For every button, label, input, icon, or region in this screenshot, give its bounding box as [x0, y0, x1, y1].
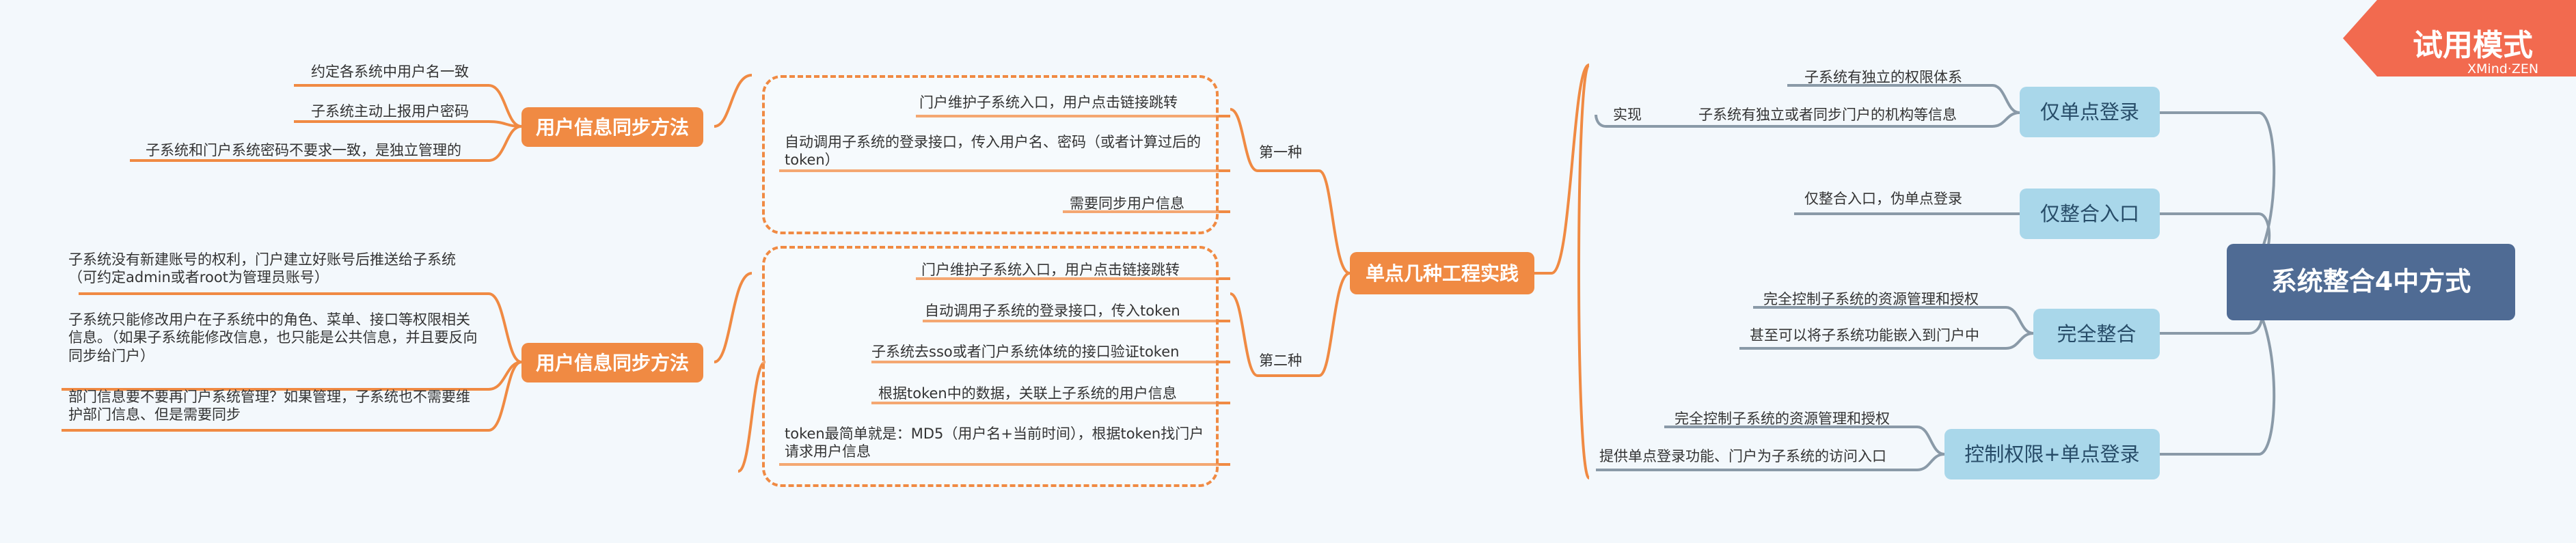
- trial-mode-badge: 试用模式: [2413, 28, 2533, 63]
- first-item-2[interactable]: 自动调用子系统的登录接口，传入用户名、密码（或者计算过后的token）: [785, 134, 1201, 169]
- first-item-3[interactable]: 需要同步用户信息: [1070, 195, 1184, 212]
- topic-sso-only[interactable]: 仅单点登录: [2020, 87, 2160, 137]
- label-first-approach[interactable]: 第一种: [1259, 144, 1302, 161]
- topic-permission-sso-child-2[interactable]: 提供单点登录功能、门户为子系统的访问入口: [1599, 448, 1886, 464]
- topic-full-integration-child-2[interactable]: 甚至可以将子系统功能嵌入到门户中: [1750, 327, 1979, 344]
- second-item-5[interactable]: token最简单就是：MD5（用户名+当前时间），根据token找门户请求用户信…: [785, 426, 1204, 460]
- second-item-2[interactable]: 自动调用子系统的登录接口，传入token: [925, 303, 1180, 319]
- topic-portal-only-child-1[interactable]: 仅整合入口，伪单点登录: [1804, 191, 1962, 207]
- first-approach-group: [762, 75, 1219, 234]
- second-approach-group: [762, 246, 1219, 487]
- central-topic[interactable]: 系统整合4中方式: [2227, 244, 2515, 320]
- topic-user-sync-1[interactable]: 用户信息同步方法: [521, 107, 703, 147]
- topic-full-integration-child-1[interactable]: 完全控制子系统的资源管理和授权: [1763, 291, 1979, 307]
- xmind-logo: XMind·ZEN: [2467, 61, 2539, 76]
- topic-permission-sso[interactable]: 控制权限+单点登录: [1944, 429, 2160, 479]
- sync1-item-1[interactable]: 约定各系统中用户名一致: [311, 64, 469, 80]
- sync1-item-2[interactable]: 子系统主动上报用户密码: [311, 103, 469, 120]
- topic-sso-only-extra[interactable]: 实现: [1613, 107, 1642, 123]
- topic-full-integration[interactable]: 完全整合: [2033, 309, 2160, 359]
- sync2-item-2[interactable]: 子系统只能修改用户在子系统中的角色、菜单、接口等权限相关信息。（如果子系统能修改…: [68, 311, 478, 364]
- sync1-item-3[interactable]: 子系统和门户系统密码不要求一致，是独立管理的: [146, 142, 461, 158]
- second-item-3[interactable]: 子系统去sso或者门户系统体统的接口验证token: [871, 344, 1180, 360]
- first-item-1[interactable]: 门户维护子系统入口，用户点击链接跳转: [919, 94, 1178, 111]
- sync2-item-1[interactable]: 子系统没有新建账号的权利，门户建立好账号后推送给子系统（可约定admin或者ro…: [68, 251, 456, 286]
- second-item-1[interactable]: 门户维护子系统入口，用户点击链接跳转: [921, 262, 1180, 278]
- second-item-4[interactable]: 根据token中的数据，关联上子系统的用户信息: [878, 385, 1177, 402]
- topic-sso-practices[interactable]: 单点几种工程实践: [1350, 252, 1534, 294]
- topic-user-sync-2[interactable]: 用户信息同步方法: [521, 343, 703, 382]
- topic-sso-only-child-2[interactable]: 子系统有独立或者同步门户的机构等信息: [1698, 107, 1957, 123]
- topic-portal-only[interactable]: 仅整合入口: [2020, 189, 2160, 239]
- topic-permission-sso-child-1[interactable]: 完全控制子系统的资源管理和授权: [1675, 410, 1890, 427]
- topic-sso-only-child-1[interactable]: 子系统有独立的权限体系: [1804, 69, 1962, 85]
- label-second-approach[interactable]: 第二种: [1259, 352, 1302, 369]
- sync2-item-3[interactable]: 部门信息要不要再门户系统管理？如果管理，子系统也不需要维护部门信息、但是需要同步: [68, 389, 470, 423]
